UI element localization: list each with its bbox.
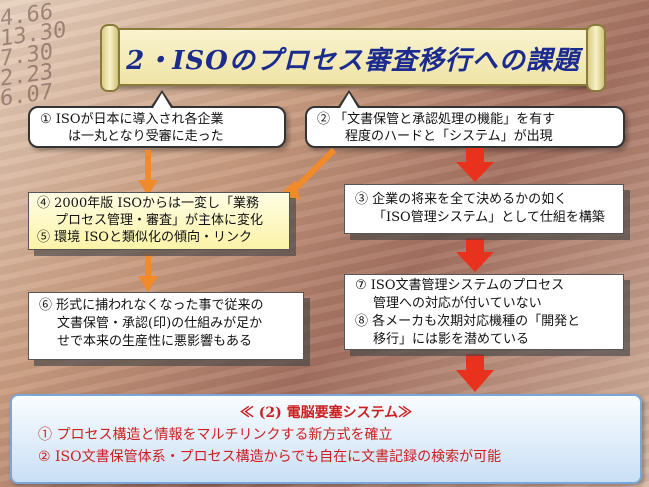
orange-arrow-down-2 <box>138 254 158 292</box>
box7-line: ⑧ 各メーカも次期対応機種の「開発と <box>355 314 581 329</box>
box7-line: 移行」には影を潜めている <box>373 332 530 347</box>
callout-tail <box>150 90 174 108</box>
box7-line: 管理への対応が付いていない <box>373 296 542 311</box>
callout-right-line: 程度のハードと「システム」が出現 <box>345 129 553 144</box>
bottom-line: ② ISO文書保管体系・プロセス構造からでも自在に文書記録の検索が可能 <box>38 449 502 465</box>
box-item-4-5: ④ 2000年版 ISOからは一変し「業務 プロセス管理・審査」が主体に変化 ⑤… <box>28 192 290 250</box>
box4-line: プロセス管理・審査」が主体に変化 <box>55 213 264 228</box>
callout-right: ② 「文書保管と承認処理の機能」を有す 程度のハードと「システム」が出現 <box>305 90 625 148</box>
bottom-panel: ≪ (2) 電脳要塞システム≫ ① プロセス構造と情報をマルチリンクする新方式を… <box>10 394 642 484</box>
callout-left-line: は一丸となり受審に走った <box>68 129 224 144</box>
box-item-3: ③ 企業の将来を全て決めるかの如く 「ISO管理システム」として仕組を構築 <box>344 184 624 234</box>
callout-tail <box>337 90 361 108</box>
box6-line: ⑥ 形式に捕われなくなった事で従来の <box>39 298 264 313</box>
orange-arrow-down-1 <box>138 150 158 196</box>
callout-right-line: ② 「文書保管と承認処理の機能」を有す <box>317 112 556 127</box>
box-item-6: ⑥ 形式に捕われなくなった事で従来の 文書保管・承認(印)の仕組みが足か せで本… <box>28 292 304 360</box>
bottom-line: ① プロセス構造と情報をマルチリンクする新方式を確立 <box>38 427 393 443</box>
red-arrow-3 <box>456 354 494 392</box>
red-arrow-2 <box>456 238 494 272</box>
callout-left-line: ① ISOが日本に導入され各企業 <box>40 112 224 127</box>
box3-line: 「ISO管理システム」として仕組を構築 <box>373 210 605 225</box>
page-title: 2・ISOのプロセス審査移行への課題 <box>126 46 580 76</box>
box4-line: ⑤ 環境 ISOと類似化の傾向・リンク <box>37 230 252 245</box>
title-scroll: 2・ISOのプロセス審査移行への課題 <box>100 24 606 92</box>
box7-line: ⑦ ISO文書管理システムのプロセス <box>355 278 565 293</box>
box6-line: 文書保管・承認(印)の仕組みが足か <box>57 316 263 331</box>
bottom-title: ≪ (2) 電脳要塞システム≫ <box>239 405 413 421</box>
box4-line: ④ 2000年版 ISOからは一変し「業務 <box>37 196 260 211</box>
box3-line: ③ 企業の将来を全て決めるかの如く <box>355 192 568 207</box>
box6-line: せで本来の生産性に悪影響もある <box>57 334 253 349</box>
callout-left: ① ISOが日本に導入され各企業 は一丸となり受審に走った <box>28 90 286 148</box>
box-item-7-8: ⑦ ISO文書管理システムのプロセス 管理への対応が付いていない ⑧ 各メーカも… <box>344 274 624 350</box>
red-arrow-1 <box>456 148 494 182</box>
